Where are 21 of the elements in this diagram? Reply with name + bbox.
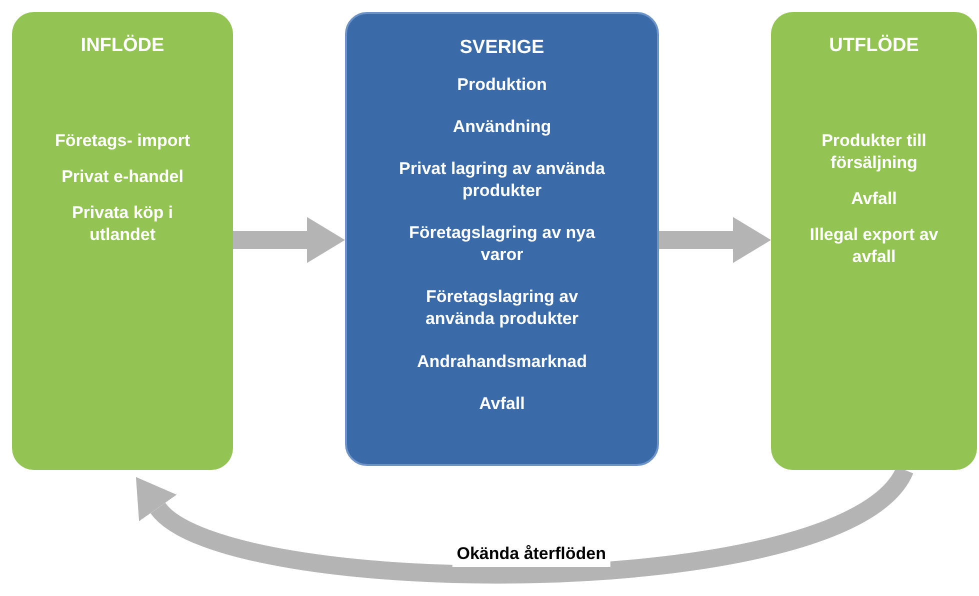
flow-item: Användning — [452, 116, 552, 138]
flow-item: Privat e-handel — [62, 166, 184, 188]
box-heading: INFLÖDE — [80, 34, 164, 58]
flow-item: Avfall — [479, 392, 525, 415]
flow-item: Privata köp i utlandet — [70, 202, 174, 246]
flow-item: Illegal export av avfall — [808, 224, 940, 268]
flow-item: Företagslagring av använda produkter — [424, 286, 580, 330]
flow-item: Andrahandsmarknad — [416, 350, 588, 372]
flow-item: Avfall — [851, 188, 897, 210]
flow-arrow — [659, 217, 771, 263]
box-heading: SVERIGE — [460, 36, 544, 60]
flow-item: Privat lagring av använda produkter — [398, 158, 606, 202]
flow-item: Produktion — [457, 74, 547, 96]
flow-item: Företagslagring av nya varor — [408, 222, 596, 266]
flow-box — [771, 12, 977, 470]
flow-box — [12, 12, 233, 470]
flow-arrow — [233, 217, 345, 263]
flow-item: Företags- import — [54, 130, 190, 152]
box-heading: UTFLÖDE — [829, 34, 919, 58]
flow-box — [345, 12, 659, 466]
flow-item: Produkter till försäljning — [820, 130, 928, 174]
